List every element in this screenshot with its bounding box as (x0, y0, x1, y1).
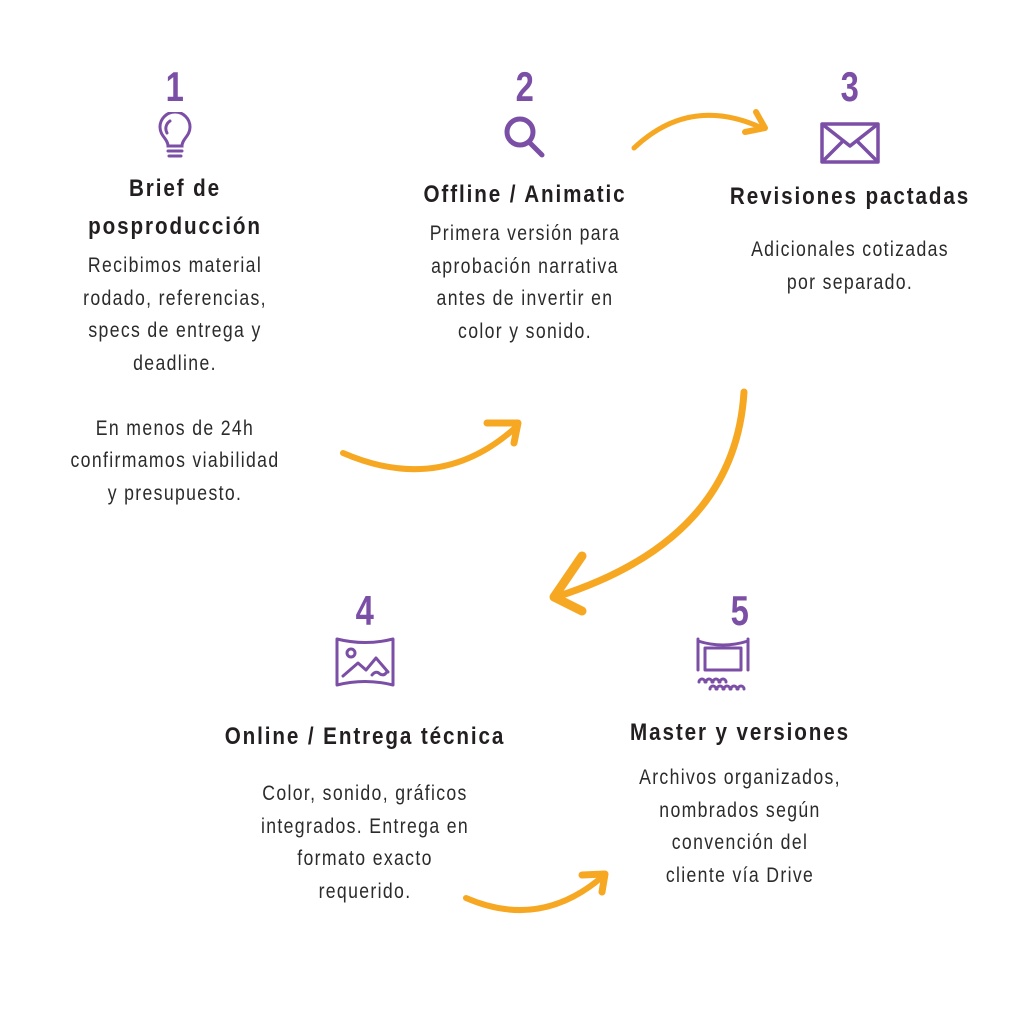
step-description: Primera versión para aprobación narrativ… (429, 222, 621, 343)
arrow-step1-to-step2 (340, 419, 522, 473)
step-title-line: Brief de (129, 175, 221, 202)
step-title: Offline / Animatic (423, 181, 627, 208)
step-title-line: posproducción (88, 213, 262, 240)
step-title: Brief de posproducción (42, 170, 309, 246)
step-number: 1 (165, 63, 185, 110)
step-number: 5 (730, 587, 750, 634)
step-description: Adicionales cotizadas por separado. (751, 238, 949, 294)
step-number: 3 (840, 63, 860, 110)
step-title: Online / Entrega técnica (224, 723, 506, 750)
arrow-step4-to-step5 (463, 870, 609, 914)
step-3: 3 Revisiones pactadas Adicionales cotiza… (695, 66, 1005, 299)
step-description: Color, sonido, gráficos integrados. Entr… (260, 782, 470, 903)
step-title: Revisiones pactadas (729, 183, 971, 210)
step-description: Recibimos material rodado, referencias, … (70, 254, 280, 505)
envelope-icon (820, 122, 880, 164)
cinema-screen-icon (696, 637, 750, 691)
panorama-image-icon (335, 637, 395, 687)
step-number: 4 (355, 587, 375, 634)
step-description: Archivos organizados, nombrados según co… (639, 766, 841, 887)
arrow-step2-to-step3 (631, 109, 768, 151)
step-title: Master y versiones (630, 719, 850, 746)
step-2: 2 Offline / Animatic Primera versión par… (375, 66, 675, 348)
step-5: 5 Master y versiones Archivos organizado… (595, 590, 885, 892)
step-number: 2 (515, 63, 535, 110)
arrow-step3-to-step4 (549, 388, 748, 616)
magnifier-icon (504, 116, 545, 158)
step-4: 4 Online / Entrega técnica Color, sonido… (175, 590, 555, 908)
lightbulb-icon (158, 112, 192, 158)
step-1: 1 Brief de posproducción Recibimos mater… (20, 66, 330, 510)
